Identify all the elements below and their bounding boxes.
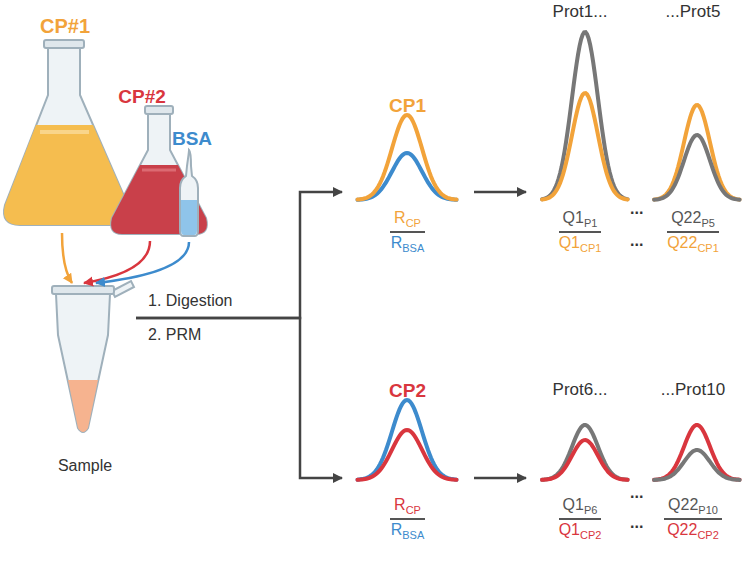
ratio-numerator: RCP <box>390 209 425 233</box>
ratio-fraction: Q22P5Q22CP1 <box>663 209 723 255</box>
flow-arrow <box>96 242 189 283</box>
node-label: CP#1 <box>40 15 90 38</box>
node-label: CP#2 <box>118 86 166 108</box>
flask-rim <box>145 106 173 114</box>
ratio-numerator: RCP <box>390 496 425 520</box>
tube-body <box>56 294 110 432</box>
flask-glass <box>4 45 129 225</box>
flask-cp1 <box>4 40 129 225</box>
ratio-fraction: RCPRBSA <box>387 496 429 542</box>
chromatogram-peak <box>654 105 740 200</box>
sample-tube <box>52 281 134 432</box>
liquid-surface <box>40 130 89 134</box>
ratio-fraction: RCPRBSA <box>387 209 429 255</box>
ratio-fraction: Q1P1Q1CP1 <box>555 209 606 255</box>
ratio-denominator: Q22CP1 <box>663 233 723 255</box>
panel-title: CP1 <box>389 95 426 117</box>
peak-panel: CP2RCPRBSA <box>345 380 470 542</box>
flow-arrow <box>474 477 526 480</box>
ratio-numerator: Q22P10 <box>664 496 722 520</box>
liquid-surface <box>142 169 176 172</box>
chromatogram-peak <box>654 450 740 480</box>
node-label: BSA <box>172 128 212 150</box>
flask-cp2 <box>111 106 207 234</box>
chromatogram-peaks <box>358 32 740 480</box>
peak-panel: CP1RCPRBSA <box>345 95 470 255</box>
tube-liquid <box>68 380 98 432</box>
ratio-numerator: Q1P6 <box>559 496 602 520</box>
peak-panel: ...Prot10Q22P10Q22CP2 <box>645 380 741 542</box>
ampoule-liquid <box>181 200 197 235</box>
tube-rim <box>52 286 114 294</box>
flow-arrow <box>474 191 526 194</box>
flow-arrow <box>136 192 342 318</box>
flask-rim <box>44 40 84 48</box>
ratio-denominator: Q22CP2 <box>663 520 723 542</box>
flow-arrow <box>62 233 72 283</box>
chromatogram-peak <box>358 400 457 480</box>
ratio-numerator: Q1P1 <box>559 209 602 233</box>
ellipsis-mark: ... <box>630 484 643 502</box>
chromatogram-peak <box>542 32 628 199</box>
panel-title: Prot6... <box>553 380 608 400</box>
sample-tube: Sample <box>40 283 130 475</box>
chromatogram-peak <box>654 425 740 480</box>
ratio-numerator: Q22P5 <box>667 209 719 233</box>
chromatogram-peak <box>542 440 628 480</box>
chromatogram-peak <box>358 430 457 480</box>
chromatogram-peak <box>542 425 628 480</box>
peak-panel: Prot6... Q1P6Q1CP2 <box>530 380 630 542</box>
chromatogram-peak <box>654 135 740 200</box>
panel-title: CP2 <box>389 380 426 402</box>
panel-title: ...Prot5 <box>666 2 721 22</box>
ratio-denominator: Q1CP2 <box>555 520 606 542</box>
peak-panel: Prot1... Q1P1Q1CP1 <box>530 2 630 255</box>
ratio-denominator: RBSA <box>387 520 429 542</box>
peak-panel: ...Prot5Q22P5Q22CP1 <box>645 2 741 255</box>
chromatogram-peak <box>542 93 628 199</box>
bsa-ampoule <box>180 150 198 236</box>
flask-label: CP#1 <box>20 15 110 228</box>
flask-label: CP#2 <box>115 86 169 236</box>
flask-liquid <box>4 125 129 225</box>
ampoule-glass <box>180 150 198 236</box>
ratio-denominator: Q1CP1 <box>555 233 606 255</box>
node-label: Sample <box>58 457 112 475</box>
panel-title: Prot1... <box>553 2 608 22</box>
tube-cap <box>112 281 134 297</box>
ratio-fraction: Q22P10Q22CP2 <box>663 496 723 542</box>
ellipsis-mark: ... <box>630 200 643 218</box>
flow-arrow <box>136 318 342 478</box>
panel-title: ...Prot10 <box>661 380 725 400</box>
step-label: 2. PRM <box>148 326 201 344</box>
ratio-fraction: Q1P6Q1CP2 <box>555 496 606 542</box>
step-label: 1. Digestion <box>148 292 233 310</box>
ellipsis-mark: ... <box>630 232 643 250</box>
ampoule-label: BSA <box>169 128 215 237</box>
chromatogram-peak <box>358 115 457 200</box>
ellipsis-mark: ... <box>630 514 643 532</box>
ratio-denominator: RBSA <box>387 233 429 255</box>
